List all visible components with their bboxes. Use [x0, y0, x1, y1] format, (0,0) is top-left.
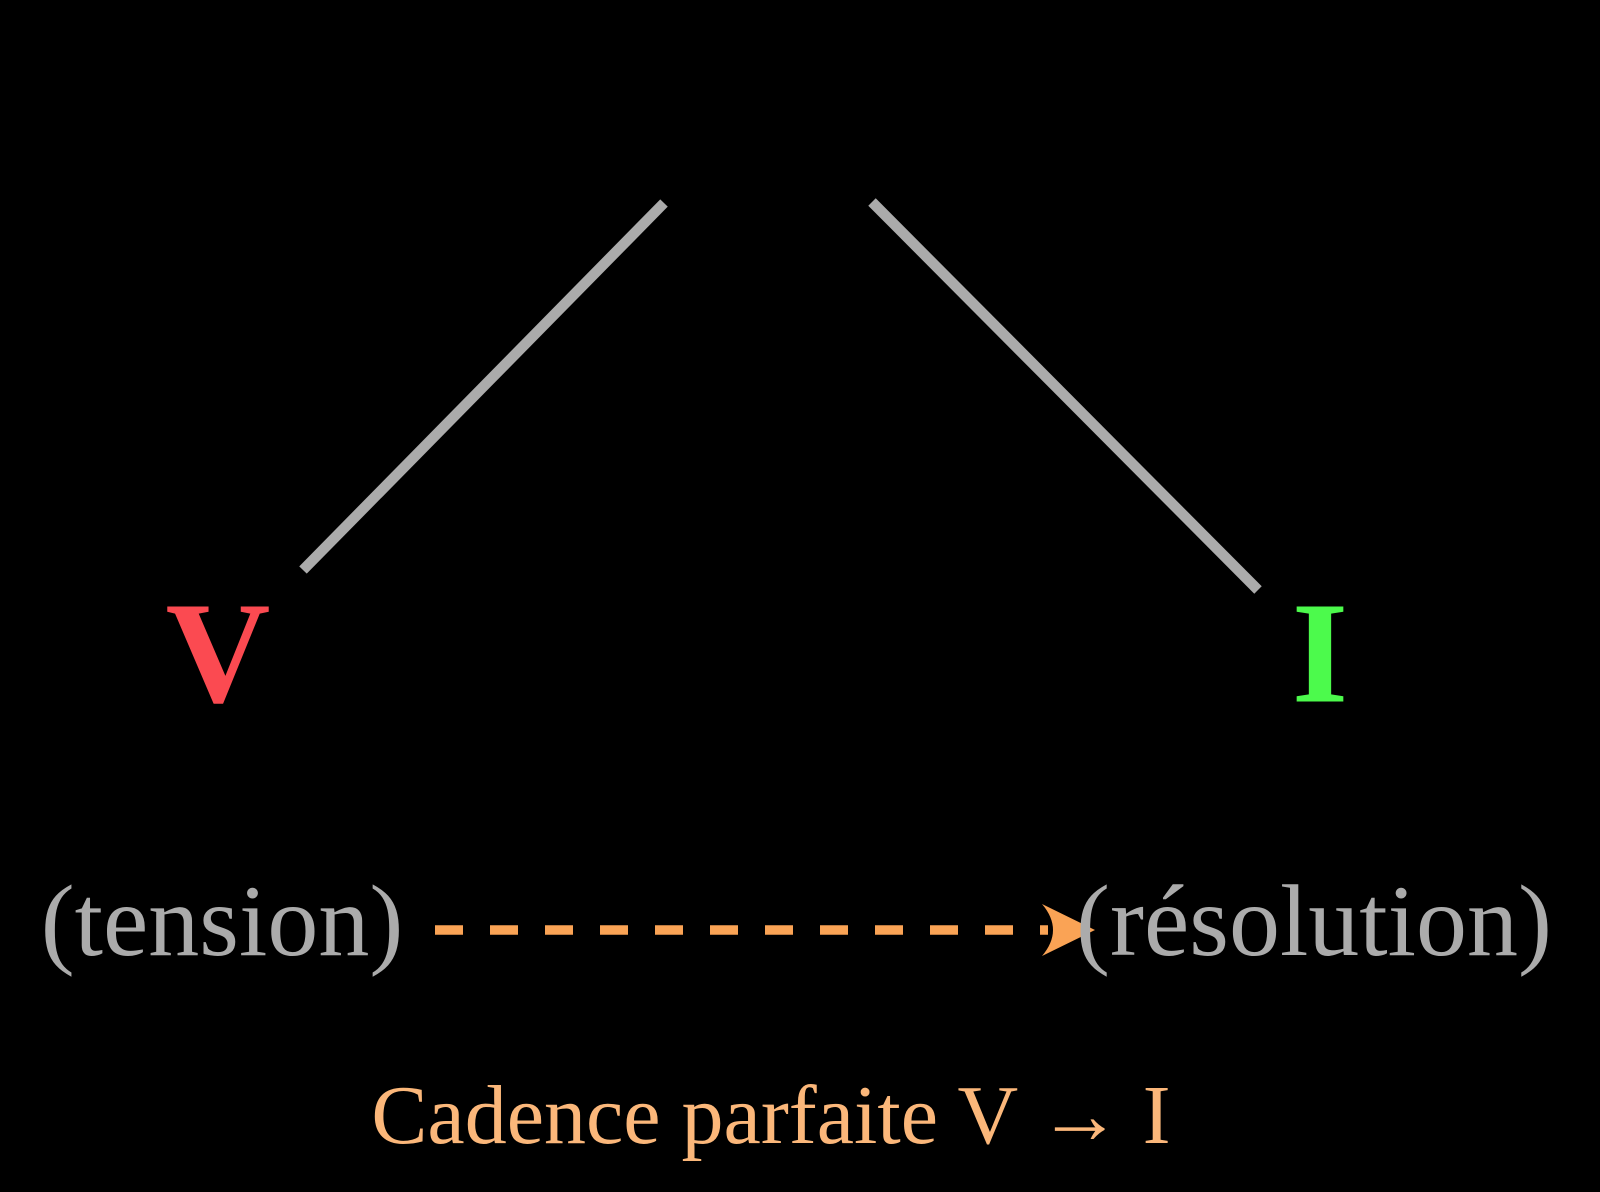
resolution-annotation: (résolution): [1076, 865, 1552, 978]
chord-i-label: I: [1291, 573, 1349, 734]
chord-v-label: V: [165, 573, 271, 734]
tension-annotation: (tension): [40, 865, 404, 978]
caption: Cadence parfaite V → I: [371, 1069, 1171, 1162]
arrowhead-icon: [1042, 904, 1095, 956]
falling-line: [868, 198, 1262, 594]
rising-line: [299, 199, 668, 574]
